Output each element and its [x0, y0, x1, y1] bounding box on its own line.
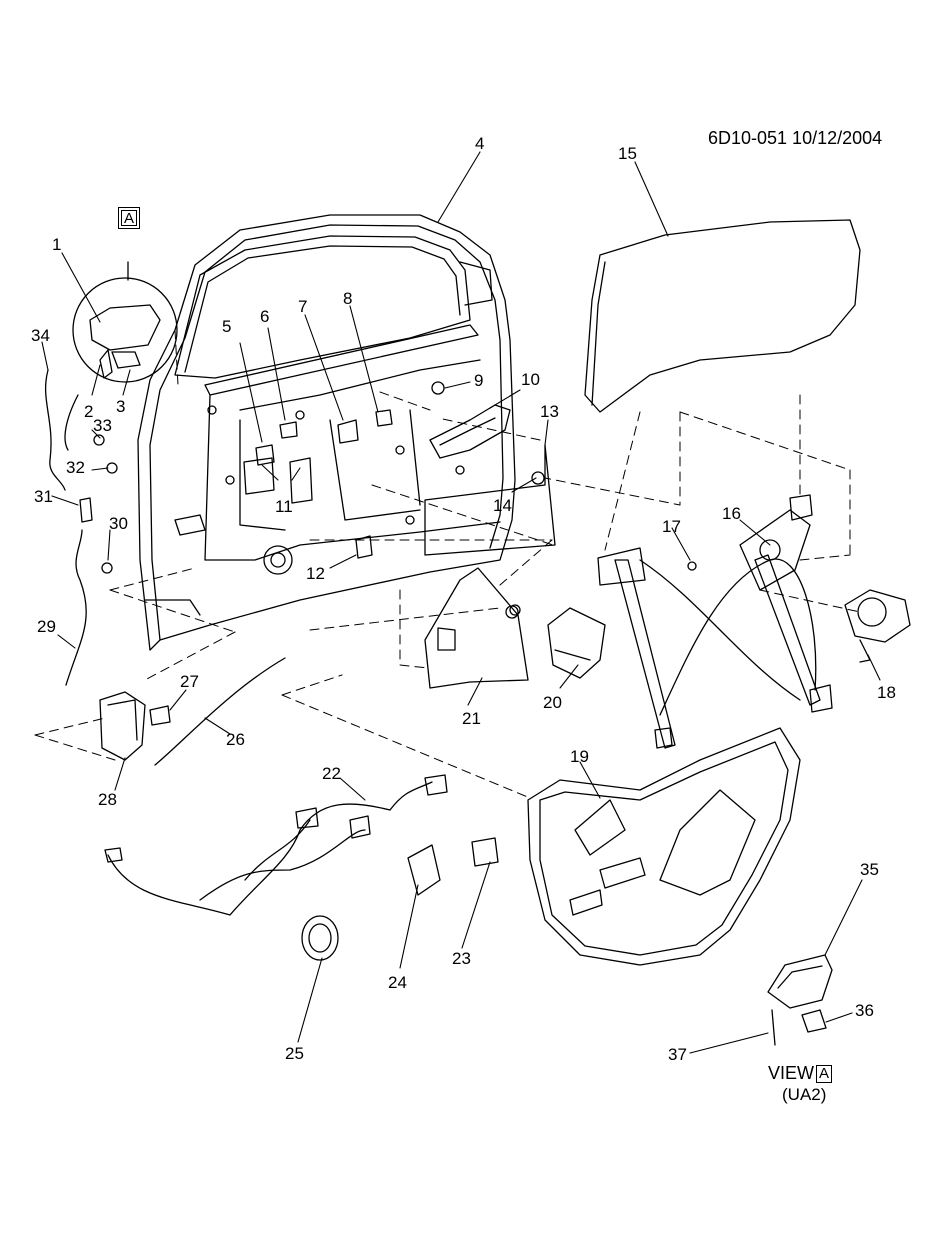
callout-31: 31: [34, 487, 53, 506]
callout-32: 32: [66, 458, 85, 477]
window-glass: [584, 219, 861, 413]
door-latch: [99, 691, 146, 761]
callout-2: 2: [84, 402, 94, 421]
callout-8: 8: [343, 289, 353, 308]
callout-7: 7: [298, 297, 308, 316]
callout-30: 30: [109, 514, 128, 533]
inside-handle: [429, 404, 511, 459]
callout-12: 12: [306, 564, 325, 583]
callout-15: 15: [618, 144, 637, 163]
callout-34: 34: [31, 326, 50, 345]
callout-18: 18: [877, 683, 896, 702]
wire-harness: [104, 774, 448, 916]
callout-14: 14: [493, 496, 512, 515]
door-frame: [137, 214, 516, 651]
view-caption-letter: A: [816, 1065, 833, 1083]
callout-23: 23: [452, 949, 471, 968]
view-a-detail-circle: [72, 277, 178, 383]
drawing-id: 6D10-051 10/12/2004: [708, 128, 883, 148]
view-a-marker-letter: A: [121, 210, 137, 227]
callout-26: 26: [226, 730, 245, 749]
callout-10: 10: [521, 370, 540, 389]
handle-assembly-view-a: [767, 954, 833, 1009]
window-regulator: [597, 494, 833, 749]
view-caption-label: VIEW: [768, 1063, 815, 1083]
module-bracket: [424, 567, 529, 689]
callout-16: 16: [722, 504, 741, 523]
water-deflector: [424, 444, 556, 556]
callout-36: 36: [855, 1001, 874, 1020]
callout-6: 6: [260, 307, 270, 326]
callout-20: 20: [543, 693, 562, 712]
window-motor: [844, 589, 911, 663]
callout-25: 25: [285, 1044, 304, 1063]
callout-9: 9: [474, 371, 484, 390]
callout-5: 5: [222, 317, 232, 336]
callout-13: 13: [540, 402, 559, 421]
door-module: [547, 607, 606, 679]
callout-1: 1: [52, 235, 62, 254]
callout-11: 11: [275, 497, 293, 516]
callout-3: 3: [116, 397, 126, 416]
grommet-23: [471, 837, 499, 867]
callout-22: 22: [322, 764, 341, 783]
rod-29: [65, 529, 87, 686]
plug-25: [301, 915, 339, 961]
callout-33: 33: [93, 416, 112, 435]
view-a-marker: A: [118, 207, 140, 229]
callout-4: 4: [475, 134, 485, 153]
callout-35: 35: [860, 860, 879, 879]
rod-34: [44, 369, 66, 491]
callout-24: 24: [388, 973, 407, 992]
callout-29: 29: [37, 617, 56, 636]
callout-19: 19: [570, 747, 589, 766]
callout-27: 27: [180, 672, 199, 691]
grommet-24: [407, 844, 441, 896]
door-trim-panel: [527, 727, 801, 966]
callout-28: 28: [98, 790, 117, 809]
callout-21: 21: [462, 709, 481, 728]
callout-17: 17: [662, 517, 681, 536]
callout-37: 37: [668, 1045, 687, 1064]
view-caption-sub: (UA2): [782, 1085, 827, 1104]
rod-26: [154, 657, 286, 766]
